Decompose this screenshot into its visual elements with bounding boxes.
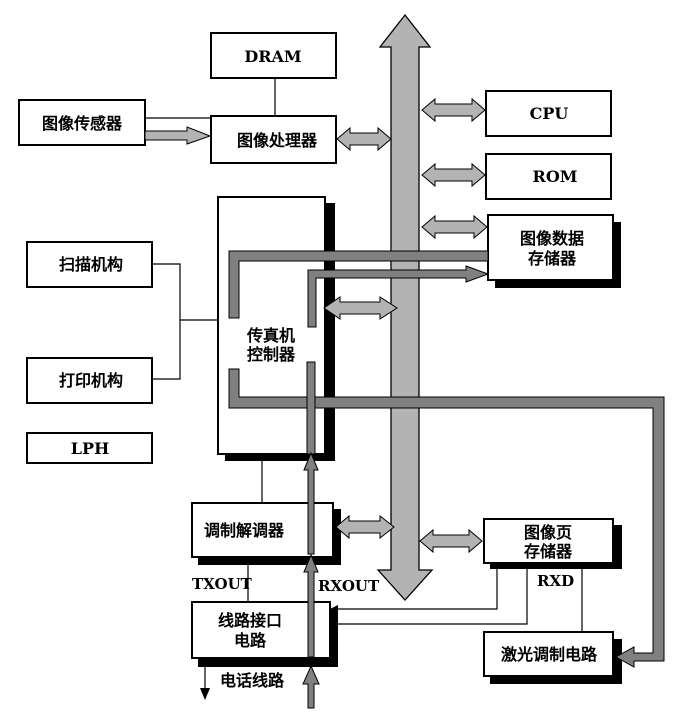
lph-block	[26, 432, 153, 464]
lph-label: LPH	[71, 439, 109, 458]
sensor-to-processor-arrow	[144, 126, 212, 145]
cpu-block	[485, 90, 612, 137]
mechanism-bracket-line	[152, 263, 181, 380]
fax-controller-label-1: 传真机	[246, 326, 295, 345]
page-storage-bus-arrow	[419, 528, 483, 554]
page-storage-to-line-interface-line-2	[337, 562, 528, 625]
rxout-label: RXOUT	[318, 577, 380, 595]
modem-to-controller-signal	[306, 361, 316, 455]
cpu-label: CPU	[530, 104, 569, 123]
image-data-storage-label-1: 图像数据	[520, 229, 584, 248]
controller-to-storage-signal-inner	[307, 265, 490, 328]
image-page-storage-label-2: 存储器	[524, 542, 573, 561]
line-interface-up-arrow	[303, 553, 319, 658]
processor-bus-arrow	[336, 126, 392, 152]
print-mechanism-label: 打印机构	[59, 371, 123, 390]
rom-bus-arrow	[421, 162, 486, 188]
page-storage-to-line-interface-line-1	[337, 560, 498, 610]
rom-label: ROM	[533, 167, 578, 186]
phone-line-label: 电话线路	[220, 671, 285, 690]
cpu-bus-arrow	[421, 97, 486, 123]
scan-mechanism-label: 扫描机构	[59, 255, 123, 274]
image-processor-label: 图像处理器	[237, 131, 318, 150]
image-data-storage-bus-arrow	[421, 214, 488, 240]
line-interface-label-1: 线路接口	[218, 611, 282, 630]
image-processor-block	[210, 115, 337, 164]
laser-modulation-block	[483, 631, 614, 677]
modem-label: 调制解调器	[204, 521, 285, 540]
rom-block	[485, 153, 612, 200]
scan-mechanism-block	[26, 241, 153, 288]
rxd-label: RXD	[537, 572, 574, 590]
phone-line-out-arrowhead	[200, 688, 210, 700]
phone-line-in-arrow	[302, 664, 320, 709]
controller-bus-arrow	[323, 296, 398, 320]
image-data-storage-block	[487, 214, 614, 281]
image-data-storage-label-2: 存储器	[528, 249, 577, 268]
image-sensor-label: 图像传感器	[42, 114, 123, 133]
image-sensor-block	[18, 99, 146, 146]
system-bus-arrow	[376, 13, 434, 601]
image-page-storage-block	[483, 518, 614, 564]
storage-to-controller-signal-outer	[228, 250, 489, 319]
dram-label: DRAM	[244, 47, 301, 66]
image-page-storage-label-1: 图像页	[524, 523, 572, 542]
modem-bus-arrow	[335, 514, 395, 540]
line-interface-block	[191, 601, 331, 659]
txout-label: TXOUT	[192, 575, 253, 593]
line-interface-label-2: 电路	[234, 631, 267, 650]
laser-modulation-label: 激光调制电路	[501, 645, 598, 664]
fax-controller-label-2: 控制器	[247, 345, 296, 364]
print-mechanism-block	[26, 357, 153, 404]
dram-block	[210, 32, 337, 79]
